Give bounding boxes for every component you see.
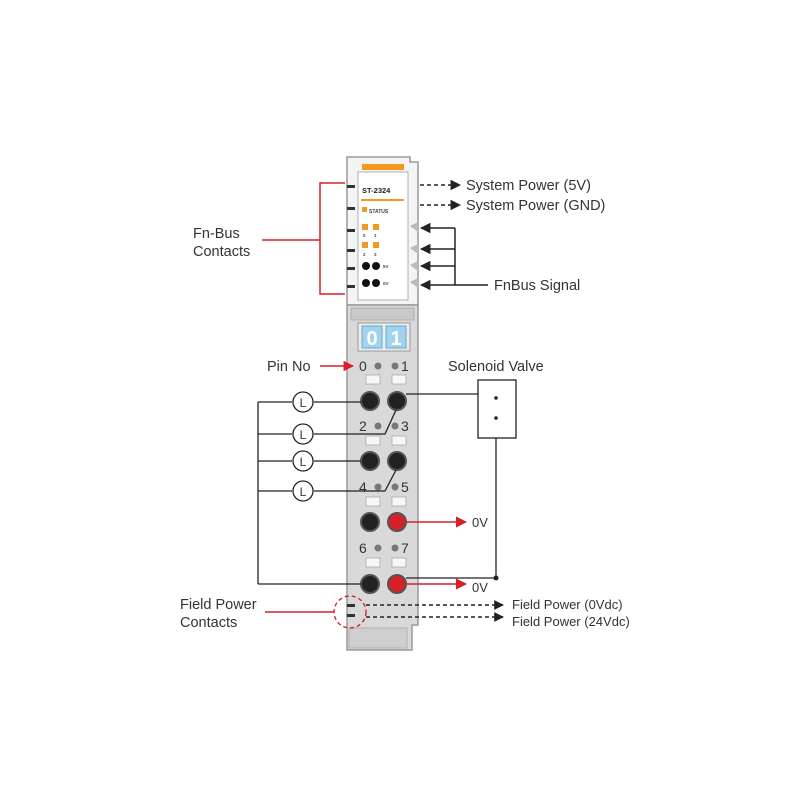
led-label-1: 1 (374, 233, 377, 238)
led-label-3: 3 (374, 252, 377, 257)
terminal-1[interactable] (387, 391, 407, 411)
system-power-gnd-label: System Power (GND) (466, 198, 605, 214)
fnbus-signal-callout: FnBus Signal (419, 222, 580, 294)
led-label-0: 0 (363, 233, 366, 238)
display-digit-1: 1 (390, 328, 401, 350)
module-top-strip (362, 164, 404, 170)
system-power-5v-label: System Power (5V) (466, 178, 591, 194)
terminal-5[interactable] (387, 512, 407, 532)
load-1-label: L (300, 396, 307, 410)
terminal-6[interactable] (360, 574, 380, 594)
pin-number-7: 7 (401, 540, 409, 556)
led-5v-label: 5V (383, 264, 389, 269)
solenoid-valve: Solenoid Valve (406, 359, 544, 581)
terminal-3[interactable] (387, 451, 407, 471)
pin-indicator-7 (391, 544, 399, 552)
terminal-4[interactable] (360, 512, 380, 532)
field-power-contact-0v (347, 604, 355, 607)
pin-number-1: 1 (401, 358, 409, 374)
power-led-5v-b (372, 262, 380, 270)
display-digit-box-0 (361, 325, 383, 349)
power-led-5v-a (362, 262, 370, 270)
terminal-7[interactable] (387, 574, 407, 594)
pin-indicator-1 (391, 362, 399, 370)
pin-number-6: 6 (359, 540, 367, 556)
terminal-0[interactable] (360, 391, 380, 411)
system-power-callouts: System Power (5V) System Power (GND) (420, 178, 605, 214)
pin-no-label: Pin No (267, 359, 311, 375)
fnbus-contact-4 (347, 249, 355, 252)
channel-led-2 (362, 242, 368, 248)
solenoid-valve-label: Solenoid Valve (448, 359, 544, 375)
io-module: ST-2324 STATUS 0 1 2 3 5V 0V (346, 156, 419, 651)
channel-led-1 (373, 224, 379, 230)
display-digit-0: 0 (366, 328, 377, 350)
field-power-callout: Field Power Contacts Field Power (0Vdc) … (180, 595, 630, 631)
fnbus-contact-2 (347, 207, 355, 210)
load-wiring: L L L L (257, 391, 397, 585)
power-led-0v-a (362, 279, 370, 287)
load-4-symbol (292, 480, 314, 502)
display-digit-box-1 (385, 325, 407, 349)
pin-number-5: 5 (401, 479, 409, 495)
zero-v-label-a: 0V (472, 515, 488, 530)
led-label-2: 2 (363, 252, 366, 257)
fnbus-notch-3 (410, 261, 418, 271)
load-3-label: L (300, 455, 307, 469)
pin-indicator-4 (374, 483, 382, 491)
pin-indicator-6 (374, 544, 382, 552)
field-power-24vdc-label: Field Power (24Vdc) (512, 614, 630, 629)
field-power-contact-24v (347, 614, 355, 617)
fnbus-notch-1 (410, 222, 418, 232)
fnbus-notch-2 (410, 244, 418, 254)
fn-bus-contacts-label-line1: Fn-Bus (193, 226, 240, 242)
terminal-2[interactable] (360, 451, 380, 471)
zero-v-callouts: 0V 0V (406, 515, 496, 595)
pin-indicator-2 (374, 422, 382, 430)
pin-number-0: 0 (359, 358, 367, 374)
status-label: STATUS (369, 209, 389, 215)
field-power-contacts-label-line1: Field Power (180, 597, 257, 613)
field-power-0vdc-label: Field Power (0Vdc) (512, 597, 623, 612)
pin-indicator-0 (374, 362, 382, 370)
fnbus-contact-3 (347, 229, 355, 232)
fnbus-contact-1 (347, 185, 355, 188)
power-led-0v-b (372, 279, 380, 287)
fn-bus-contacts-label-line2: Contacts (193, 244, 250, 260)
pin-number-2: 2 (359, 418, 367, 434)
pin-number-3: 3 (401, 418, 409, 434)
load-4-label: L (300, 485, 307, 499)
fnbus-signal-label: FnBus Signal (494, 278, 580, 294)
solenoid-valve-box (477, 379, 517, 439)
channel-led-3 (373, 242, 379, 248)
led-0v-label: 0V (383, 281, 389, 286)
pin-number-4: 4 (359, 479, 367, 495)
channel-led-0 (362, 224, 368, 230)
pin-indicator-3 (391, 422, 399, 430)
pin-indicator-5 (391, 483, 399, 491)
fnbus-contact-6 (347, 285, 355, 288)
load-1-symbol (292, 391, 314, 413)
field-power-contacts-label-line2: Contacts (180, 615, 237, 631)
status-led (362, 207, 367, 212)
load-3-symbol (292, 450, 314, 472)
module-model-label: ST-2324 (362, 186, 391, 195)
fn-bus-contacts-callout: Fn-Bus Contacts (193, 182, 345, 295)
fnbus-contact-5 (347, 267, 355, 270)
load-2-label: L (300, 428, 307, 442)
load-2-symbol (292, 423, 314, 445)
pin-no-callout: Pin No (267, 359, 355, 375)
fnbus-notch-4 (410, 278, 418, 288)
zero-v-label-b: 0V (472, 580, 488, 595)
